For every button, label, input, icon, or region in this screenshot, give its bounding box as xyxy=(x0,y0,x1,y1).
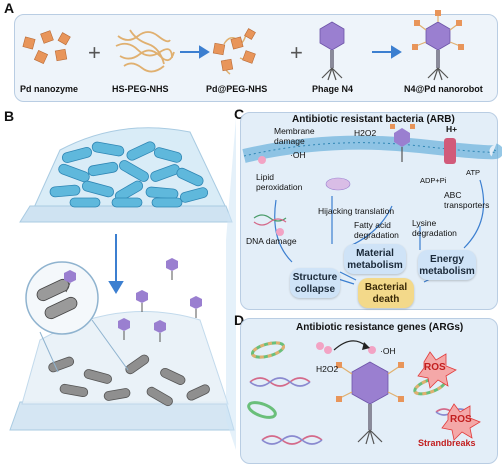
text-fatty-acid-degradation: Fatty acid degradation xyxy=(354,220,399,240)
pill-structure-collapse: Structure collapse xyxy=(290,268,340,298)
radical-dot-1 xyxy=(276,228,284,236)
pd-nanozyme-cluster xyxy=(22,30,71,65)
label-pd-nanozyme: Pd nanozyme xyxy=(20,84,79,94)
curve-arrow-d xyxy=(333,340,367,351)
panel-d-label: D xyxy=(234,312,245,328)
plasmids xyxy=(247,341,447,419)
text-oh-c: ·OH xyxy=(290,150,306,160)
ion-channel xyxy=(444,138,456,164)
panel-a xyxy=(14,14,498,102)
damaged-bacteria xyxy=(48,354,210,407)
light-beam xyxy=(226,118,236,450)
text-lipid-peroxidation: Lipid peroxidation xyxy=(256,172,303,192)
panel-c-title: Antibiotic resistant bacteria (ARB) xyxy=(292,114,455,125)
text-h2o2-c: H2O2 xyxy=(354,128,377,138)
panel-c-label: C xyxy=(234,106,245,122)
plus-sign-2: + xyxy=(290,40,303,65)
panel-d-title: Antibiotic resistance genes (ARGs) xyxy=(296,322,464,333)
text-strandbreaks: Strandbreaks xyxy=(418,438,476,448)
panel-a-label: A xyxy=(4,0,15,16)
arrows-a xyxy=(180,45,402,59)
dna-helix-c xyxy=(253,214,287,226)
text-h-plus: H+ xyxy=(446,124,458,134)
ros-burst-2 xyxy=(441,403,481,441)
nanorobot-d xyxy=(336,361,404,445)
text-dna-damage: DNA damage xyxy=(246,236,297,246)
plus-sign-1: + xyxy=(88,40,101,65)
panel-b-label: B xyxy=(4,108,15,124)
ros-burst-1 xyxy=(417,351,457,389)
label-n4-pd-nanorobot: N4@Pd nanorobot xyxy=(404,84,483,94)
magnifier-line-1 xyxy=(91,319,129,371)
text-hijacking-translation: Hijacking translation xyxy=(318,206,395,216)
bacteria-cluster xyxy=(49,141,209,208)
text-ros-1: ROS xyxy=(424,362,446,373)
peg-chains xyxy=(115,29,175,73)
text-lysine-degradation: Lysine degradation xyxy=(412,218,457,238)
magnifier-circle xyxy=(25,261,99,335)
magnifier-line-2 xyxy=(39,331,59,373)
n4-pd-nanorobot xyxy=(412,10,464,81)
pd-peg-cluster xyxy=(212,28,256,75)
biofilm-base xyxy=(19,205,233,223)
text-oh-d: ·OH xyxy=(380,346,396,356)
arrows-c xyxy=(274,179,485,285)
radical-dot-2 xyxy=(258,156,266,164)
text-ros-2: ROS xyxy=(450,414,472,425)
pill-energy-metabolism: Energy metabolism xyxy=(418,250,476,280)
pill-bacterial-death: Bacterial death xyxy=(358,278,414,308)
text-atp: ATP xyxy=(466,168,481,177)
text-membrane-damage: Membrane damage xyxy=(274,126,315,146)
text-abc-transporters: ABC transporters xyxy=(444,190,490,210)
down-arrow-b xyxy=(108,234,124,294)
label-hs-peg-nhs: HS-PEG-NHS xyxy=(112,84,169,94)
magnified-phage xyxy=(64,270,76,293)
pill-material-metabolism: Material metabolism xyxy=(344,244,406,274)
magnified-bacteria xyxy=(36,278,78,320)
text-h2o2-d: H2O2 xyxy=(316,364,339,374)
text-adp-pi: ADP+Pi xyxy=(420,176,447,185)
label-pd-peg-nhs: Pd@PEG-NHS xyxy=(206,84,268,94)
floating-phages xyxy=(118,258,202,333)
nanorobot-membrane xyxy=(390,124,415,162)
ribosome xyxy=(325,177,351,191)
label-phage-n4: Phage N4 xyxy=(312,84,354,94)
phage-n4 xyxy=(319,21,345,81)
